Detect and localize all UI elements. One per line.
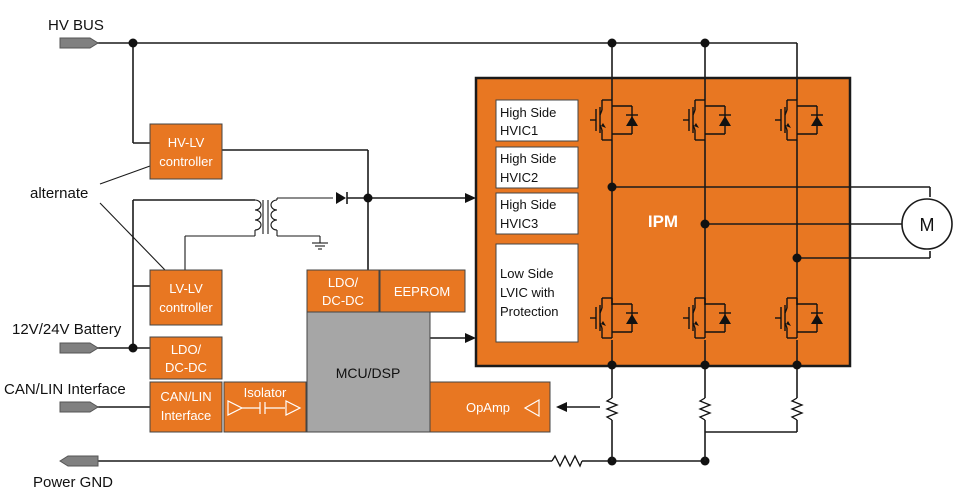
leg-node	[792, 360, 802, 370]
lv-lv-line1: LV-LV	[169, 281, 203, 296]
igbt-diode-icon	[683, 297, 731, 339]
hv-bus-label: HV BUS	[48, 17, 104, 34]
lvic-line2: LVIC with	[500, 285, 555, 300]
lv-lv-line2: controller	[159, 300, 213, 315]
lv-lv-controller-block	[149, 269, 223, 326]
ipm-title: IPM	[648, 212, 678, 231]
hvic2-box	[495, 146, 579, 189]
hv-lv-line2: controller	[159, 154, 213, 169]
isolator-label: Isolator	[244, 385, 287, 400]
opamp-triangle-icon	[523, 398, 540, 418]
lvic-line1: Low Side	[500, 266, 553, 281]
ldo-bottom-block	[149, 336, 223, 380]
lvic-box	[495, 243, 579, 343]
ldo-top-block	[306, 269, 380, 313]
hvic2-line2: HVIC2	[500, 170, 538, 185]
phase-wires	[611, 140, 931, 305]
hvic1-box	[495, 99, 579, 142]
power-gnd-label: Power GND	[33, 474, 113, 491]
eeprom-block	[379, 269, 466, 313]
phase-node	[700, 219, 710, 229]
hvic1-line2: HVIC1	[500, 123, 538, 138]
hv-bus-node	[607, 38, 617, 48]
leg-node	[700, 360, 710, 370]
phase-node	[792, 253, 802, 263]
can-lin-terminal-icon	[59, 401, 99, 413]
isolator-block	[223, 381, 307, 433]
ldo-top-line2: DC-DC	[322, 293, 364, 308]
opamp-label: OpAmp	[466, 400, 510, 415]
hv-lv-line1: HV-LV	[168, 135, 205, 150]
hv-bus-node	[128, 38, 138, 48]
leg-shunt-resistor-icon	[698, 397, 712, 421]
ground-icon	[312, 242, 328, 250]
phase-node	[607, 182, 617, 192]
motor-label: M	[920, 215, 935, 235]
leg-shunt-resistor-icon	[790, 397, 804, 421]
igbt-diode-icon	[590, 297, 638, 339]
hvic2-line1: High Side	[500, 151, 556, 166]
mcu-dsp-block	[306, 311, 431, 433]
ldo-top-line1: LDO/	[328, 275, 359, 290]
eeprom-label: EEPROM	[394, 284, 450, 299]
ldo-bottom-line2: DC-DC	[165, 360, 207, 375]
supply-node	[363, 193, 373, 203]
battery-wire	[96, 199, 255, 349]
hvic1-line1: High Side	[500, 105, 556, 120]
power-gnd-terminal-icon	[59, 455, 99, 467]
rectifier-diode-icon	[336, 192, 348, 204]
hv-bus-node	[700, 38, 710, 48]
alternate-leader-lines	[99, 165, 166, 271]
mcu-to-ipm-arrow	[430, 333, 476, 343]
can-lin-block	[149, 381, 223, 433]
igbt-diode-icon	[590, 99, 638, 141]
ldo-bottom-line1: LDO/	[171, 342, 202, 357]
can-lin-label: CAN/LIN Interface	[4, 381, 126, 398]
igbt-diode-icon	[775, 99, 823, 141]
leg-shunt-resistor-icon	[605, 397, 619, 421]
can-lin-line1: CAN/LIN	[160, 389, 211, 404]
hv-bus-terminal-icon	[59, 37, 99, 49]
hvic3-line2: HVIC3	[500, 216, 538, 231]
battery-node	[128, 343, 138, 353]
alternate-label: alternate	[30, 185, 88, 202]
igbt-diode-icon	[775, 297, 823, 339]
battery-terminal-icon	[59, 342, 99, 354]
mcu-dsp-label: MCU/DSP	[336, 365, 401, 381]
can-lin-line2: Interface	[161, 408, 212, 423]
hvic3-line1: High Side	[500, 197, 556, 212]
battery-label: 12V/24V Battery	[12, 321, 122, 338]
hv-lv-output-wire	[222, 149, 369, 198]
shunt-resistor-icon	[551, 454, 583, 468]
lvic-line3: Protection	[500, 304, 559, 319]
sense-arrow	[556, 402, 600, 412]
supply-to-ipm-wire	[347, 193, 476, 270]
leg-node	[607, 360, 617, 370]
igbt-diode-icon	[683, 99, 731, 141]
motor-icon	[901, 198, 953, 250]
igbt-switches	[590, 99, 823, 339]
hv-lv-controller-block	[149, 123, 223, 180]
hvic3-box	[495, 192, 579, 235]
opamp-block	[429, 381, 551, 433]
hv-bus-wire	[96, 42, 798, 144]
isolator-symbol-icon	[227, 400, 302, 416]
